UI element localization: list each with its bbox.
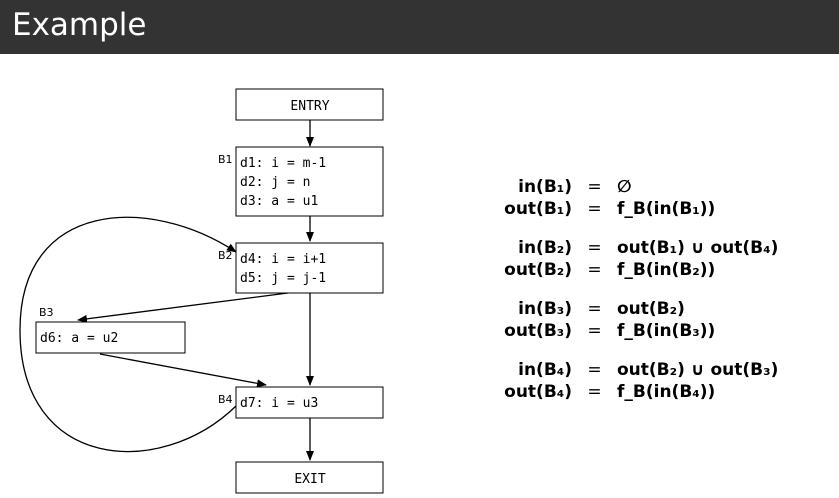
eq-op: = bbox=[587, 360, 602, 380]
eq-lhs: out(B₁) bbox=[504, 199, 572, 219]
edge-b3-b4 bbox=[99, 353, 267, 388]
eq-op: = bbox=[587, 177, 602, 197]
eq-op: = bbox=[587, 238, 602, 258]
eq-op: = bbox=[587, 260, 602, 280]
edge-b4-b2-loop bbox=[19, 216, 237, 453]
slide-title: Example bbox=[12, 7, 147, 43]
b2-label: B2 bbox=[218, 249, 233, 262]
node-entry: ENTRY bbox=[235, 88, 384, 121]
b3-line-1: d6: a = u2 bbox=[40, 331, 118, 346]
dataflow-equations: in(B₁) = ∅ out(B₁) = f_B(in(B₁)) in(B₂) … bbox=[468, 176, 778, 403]
node-b1: B1 d1: i = m-1 d2: j = n d3: a = u1 bbox=[218, 146, 384, 217]
b1-line-1: d1: i = m-1 bbox=[240, 156, 326, 171]
node-b2: B2 d4: i = i+1 d5: j = j-1 bbox=[218, 242, 384, 294]
equation-row: in(B₃) = out(B₂) bbox=[468, 298, 778, 320]
exit-label: EXIT bbox=[294, 472, 325, 487]
node-b4: B4 d7: i = u3 bbox=[218, 386, 384, 419]
eq-lhs: out(B₄) bbox=[504, 382, 572, 402]
eq-rhs: f_B(in(B₄)) bbox=[617, 382, 716, 402]
edge-b2-b3 bbox=[77, 292, 289, 323]
b4-label: B4 bbox=[218, 393, 233, 406]
eq-lhs: out(B₃) bbox=[504, 321, 572, 341]
node-exit: EXIT bbox=[235, 461, 384, 494]
eq-op: = bbox=[587, 382, 602, 402]
eq-lhs: out(B₂) bbox=[504, 260, 572, 280]
equation-row: in(B₁) = ∅ bbox=[468, 176, 778, 198]
equation-row: out(B₄) = f_B(in(B₄)) bbox=[468, 381, 778, 403]
eq-op: = bbox=[587, 299, 602, 319]
eq-rhs: f_B(in(B₁)) bbox=[617, 199, 716, 219]
equation-row: out(B₃) = f_B(in(B₃)) bbox=[468, 320, 778, 342]
eq-rhs: ∅ bbox=[617, 177, 632, 197]
eq-lhs: in(B₂) bbox=[518, 238, 572, 258]
equation-row: out(B₂) = f_B(in(B₂)) bbox=[468, 259, 778, 281]
eq-lhs: in(B₁) bbox=[518, 177, 572, 197]
b1-label: B1 bbox=[218, 153, 233, 166]
eq-rhs: out(B₁) ∪ out(B₄) bbox=[617, 238, 779, 258]
entry-label: ENTRY bbox=[290, 99, 329, 114]
eq-rhs: out(B₂) ∪ out(B₃) bbox=[617, 360, 779, 380]
eq-op: = bbox=[587, 199, 602, 219]
equation-row: out(B₁) = f_B(in(B₁)) bbox=[468, 198, 778, 220]
title-bar: Example bbox=[0, 0, 839, 54]
b1-line-2: d2: j = n bbox=[240, 175, 310, 190]
eq-lhs: in(B₄) bbox=[518, 360, 572, 380]
b1-line-3: d3: a = u1 bbox=[240, 194, 318, 209]
node-b3: B3 d6: a = u2 bbox=[35, 306, 186, 354]
b3-label: B3 bbox=[39, 306, 54, 319]
eq-rhs: f_B(in(B₂)) bbox=[617, 260, 716, 280]
eq-lhs: in(B₃) bbox=[518, 299, 572, 319]
equation-row: in(B₄) = out(B₂) ∪ out(B₃) bbox=[468, 359, 778, 381]
b4-line-1: d7: i = u3 bbox=[240, 396, 318, 411]
eq-rhs: f_B(in(B₃)) bbox=[617, 321, 716, 341]
eq-rhs: out(B₂) bbox=[617, 299, 685, 319]
eq-op: = bbox=[587, 321, 602, 341]
equation-row: in(B₂) = out(B₁) ∪ out(B₄) bbox=[468, 237, 778, 259]
b2-line-2: d5: j = j-1 bbox=[240, 271, 326, 286]
b2-line-1: d4: i = i+1 bbox=[240, 252, 326, 267]
